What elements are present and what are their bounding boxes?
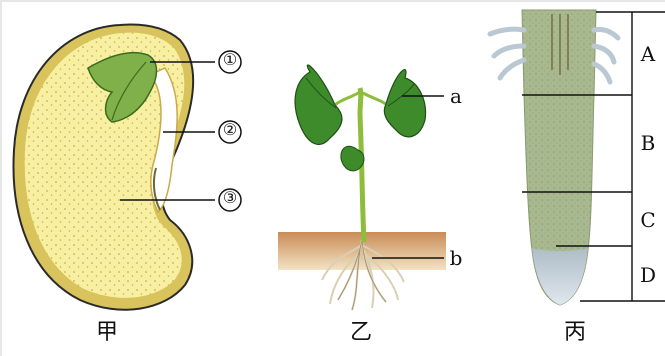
caption-root-tip: 丙 [564, 322, 586, 344]
caption-seedling: 乙 [350, 322, 372, 344]
zone-label-c: C [633, 210, 663, 230]
zone-label-a: A [633, 44, 663, 64]
leaf-right [384, 70, 425, 137]
leaf-left [295, 65, 342, 144]
seedling-label-b: b [441, 248, 471, 268]
zone-label-d: D [633, 265, 663, 285]
seed-label-1: ① [215, 52, 245, 68]
petiole-left [335, 92, 360, 105]
zone-label-b: B [633, 133, 663, 153]
seed-label-3: ③ [215, 190, 245, 206]
root-cap [532, 248, 588, 305]
seedling-diagram [278, 65, 446, 310]
caption-seed: 甲 [96, 322, 118, 344]
seed-diagram [14, 25, 241, 310]
seed-label-2: ② [215, 122, 245, 138]
petiole-right [361, 92, 386, 104]
seedling-label-a: a [441, 86, 471, 106]
